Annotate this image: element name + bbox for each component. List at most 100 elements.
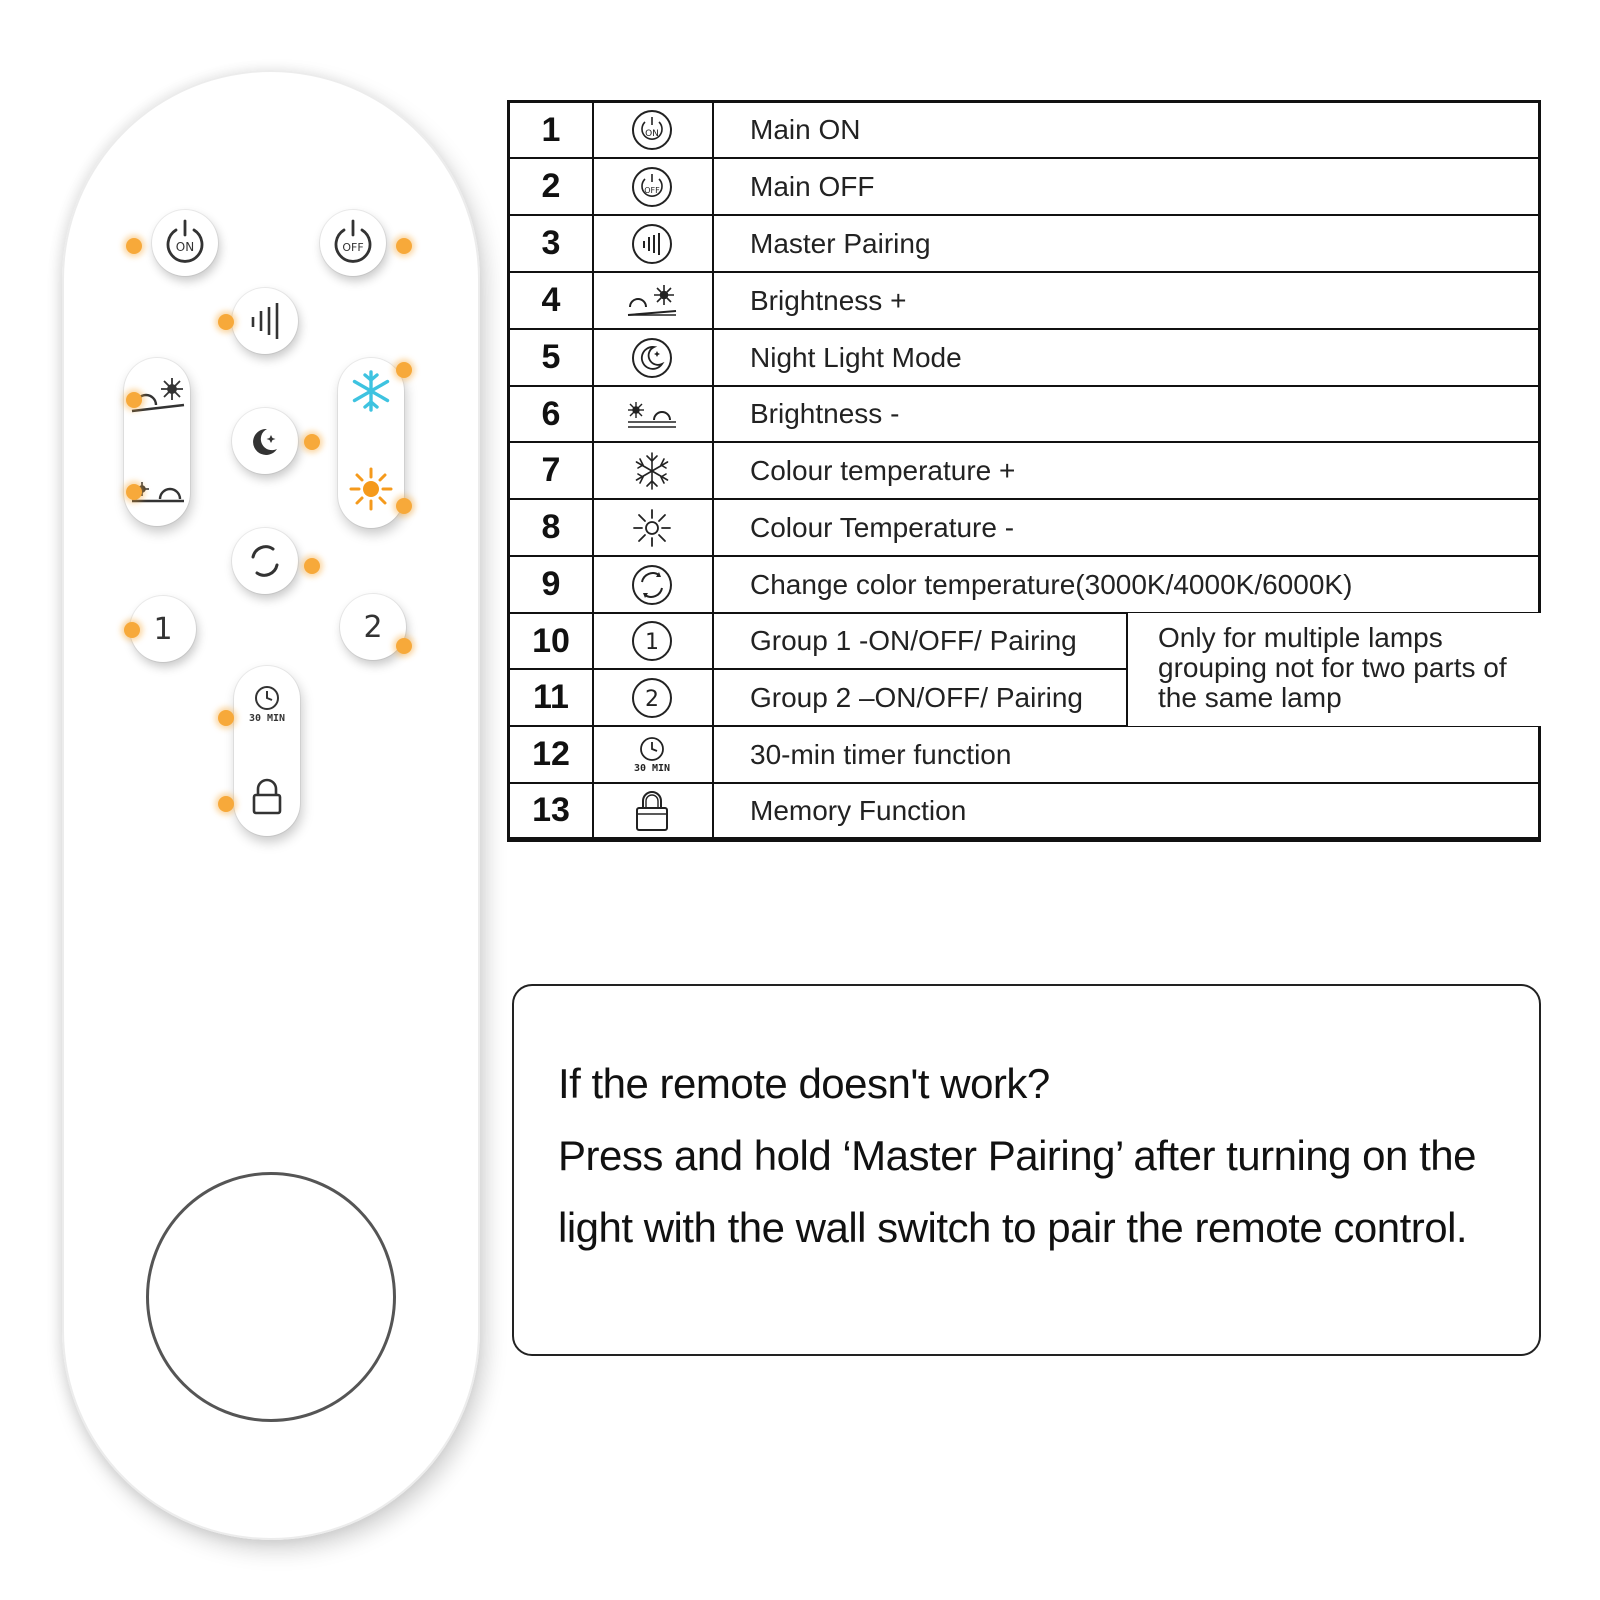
legend-icon-cell — [592, 557, 714, 612]
legend-row: 10 1 Group 1 -ON/OFF/ Pairing — [510, 614, 1538, 670]
svg-text:OFF: OFF — [342, 241, 363, 254]
legend-number: 8 — [510, 500, 594, 555]
legend-description: Night Light Mode — [750, 341, 962, 373]
remote-control: ON OFF — [62, 70, 480, 1540]
legend-icon-cell — [592, 443, 714, 498]
indicator-dot — [126, 392, 142, 408]
legend-number: 11 — [510, 670, 594, 725]
button-legend-table: 1 ON Main ON 2 OFF Main OFF 3 — [507, 100, 1541, 842]
remote-change-color-button[interactable] — [232, 528, 298, 594]
legend-number: 12 — [510, 727, 594, 782]
legend-description: Main OFF — [750, 170, 875, 202]
indicator-dot — [218, 710, 234, 726]
legend-description: Memory Function — [750, 794, 967, 826]
legend-number: 4 — [510, 273, 594, 328]
remote-colour-temp-up-button[interactable] — [338, 358, 404, 424]
legend-description: Brightness + — [750, 284, 907, 316]
timer-label: 30 MIN — [248, 712, 286, 724]
color-cycle-icon — [251, 545, 279, 577]
legend-number: 10 — [510, 614, 594, 668]
legend-row: 2 OFF Main OFF — [510, 159, 1538, 216]
legend-description: Group 1 -ON/OFF/ Pairing — [750, 625, 1077, 656]
legend-description: Change color temperature(3000K/4000K/600… — [750, 568, 1353, 600]
remote-memory-button[interactable] — [234, 764, 300, 830]
legend-number: 2 — [510, 159, 594, 214]
troubleshooting-line-2: light with the wall switch to pair the r… — [558, 1204, 1468, 1251]
color-cycle-icon — [632, 564, 672, 605]
brightness-down-icon — [132, 482, 184, 503]
timer-label: 30 MIN — [633, 762, 671, 774]
power-off-icon: OFF — [632, 166, 672, 207]
legend-description: 30-min timer function — [750, 738, 1012, 770]
remote-sensor-ring — [146, 1172, 396, 1422]
troubleshooting-line-1: Press and hold ‘Master Pairing’ after tu… — [558, 1132, 1476, 1179]
remote-on-button[interactable]: ON — [152, 210, 218, 276]
indicator-dot — [304, 434, 320, 450]
group-1-icon: 1 — [632, 621, 672, 661]
timer-memory-rocker: 30 MIN — [234, 666, 300, 836]
remote-brightness-down-button[interactable] — [124, 456, 190, 522]
legend-icon-cell: OFF — [592, 159, 714, 214]
colour-temperature-rocker — [338, 358, 404, 528]
remote-night-light-button[interactable] — [232, 408, 298, 474]
remote-group-1-button[interactable]: 1 — [130, 596, 196, 662]
group-1-icon: 1 — [153, 611, 173, 647]
svg-text:OFF: OFF — [644, 186, 660, 195]
group-2-icon: 2 — [632, 677, 672, 718]
indicator-dot — [218, 314, 234, 330]
power-on-icon: ON — [166, 219, 204, 263]
legend-row: 11 2 Group 2 –ON/OFF/ Pairing — [510, 670, 1538, 727]
legend-icon-cell: ON — [592, 103, 714, 157]
indicator-dot — [396, 498, 412, 514]
legend-row: 9 Change color temperature(3000K/4000K/6… — [510, 557, 1538, 614]
night-light-icon — [253, 428, 277, 455]
remote-colour-temp-down-button[interactable] — [338, 456, 404, 522]
legend-row: 6 Brightness - — [510, 387, 1538, 443]
legend-row: 3 Master Pairing — [510, 216, 1538, 273]
group-note: Only for multiple lamps grouping not for… — [1126, 613, 1541, 726]
remote-timer-button[interactable]: 30 MIN — [234, 670, 300, 736]
snowflake-icon — [352, 370, 390, 412]
legend-icon-cell — [592, 500, 714, 555]
troubleshooting-box: If the remote doesn't work? Press and ho… — [512, 984, 1541, 1356]
legend-description: Master Pairing — [750, 227, 931, 259]
sun-icon — [633, 508, 671, 547]
legend-description: Brightness - — [750, 398, 900, 429]
lock-icon — [252, 778, 282, 815]
indicator-dot — [304, 558, 320, 574]
remote-off-button[interactable]: OFF — [320, 210, 386, 276]
brightness-down-icon — [628, 402, 676, 428]
legend-icon-cell: 30 MIN — [592, 727, 714, 782]
timer-icon — [640, 736, 664, 761]
legend-row: 4 Brightness + — [510, 273, 1538, 330]
legend-description: Colour Temperature - — [750, 511, 1015, 543]
legend-number: 7 — [510, 443, 594, 498]
legend-number: 9 — [510, 557, 594, 612]
legend-row: 8 Colour Temperature - — [510, 500, 1538, 557]
snowflake-icon — [635, 451, 669, 490]
timer-icon — [255, 685, 279, 710]
legend-number: 1 — [510, 103, 594, 157]
remote-master-pairing-button[interactable] — [232, 288, 298, 354]
legend-row: 1 ON Main ON — [510, 103, 1538, 159]
legend-icon-cell — [592, 784, 714, 837]
indicator-dot — [396, 638, 412, 654]
indicator-dot — [126, 484, 142, 500]
indicator-dot — [396, 238, 412, 254]
indicator-dot — [124, 622, 140, 638]
brightness-rocker — [124, 358, 190, 526]
brightness-up-icon — [627, 284, 677, 316]
legend-icon-cell: 1 — [592, 614, 714, 668]
troubleshooting-question: If the remote doesn't work? — [558, 1060, 1050, 1107]
legend-description: Main ON — [750, 114, 861, 145]
remote-group-2-button[interactable]: 2 — [340, 594, 406, 660]
legend-icon-cell — [592, 387, 714, 441]
legend-description: Group 2 –ON/OFF/ Pairing — [750, 681, 1084, 713]
svg-text:ON: ON — [176, 240, 194, 254]
legend-row: 7 Colour temperature + — [510, 443, 1538, 500]
legend-row: 12 30 MIN 30-min timer function — [510, 727, 1538, 784]
night-light-icon — [632, 337, 672, 378]
legend-number: 5 — [510, 330, 594, 385]
power-on-icon: ON — [632, 110, 672, 150]
power-off-icon: OFF — [334, 219, 372, 263]
